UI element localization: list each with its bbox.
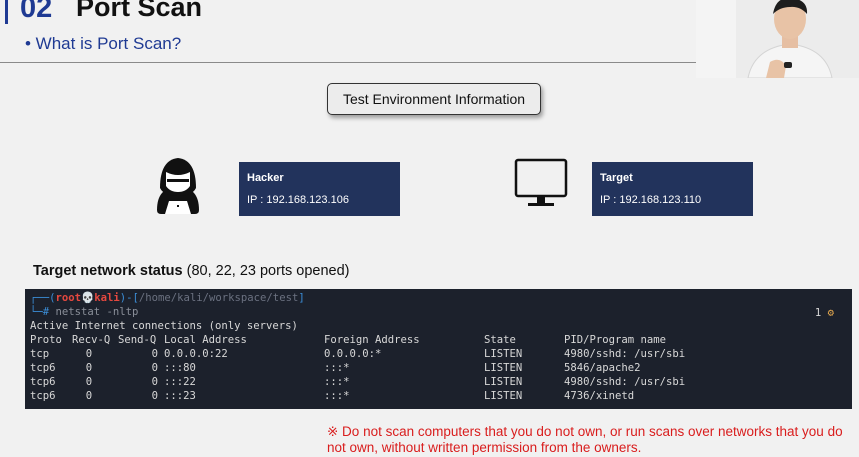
section-title: Port Scan (76, 0, 203, 22)
hacker-ip: IP : 192.168.123.106 (247, 194, 349, 206)
terminal-prompt: ┌──(root💀kali)-[/home/kali/workspace/tes… (30, 292, 305, 304)
presenter-webcam (696, 0, 859, 78)
hacker-icon (146, 152, 210, 216)
section-number: 02 (20, 0, 53, 24)
network-heading-rest: (80, 22, 23 ports opened) (182, 263, 350, 279)
gear-icon: ⚙ (827, 307, 834, 319)
terminal-intro: Active Internet connections (only server… (30, 320, 298, 332)
target-ip: IP : 192.168.123.110 (600, 194, 702, 206)
hacker-info-box: Hacker IP : 192.168.123.106 (239, 162, 400, 216)
accent-bar (5, 0, 8, 24)
network-heading-bold: Target network status (33, 263, 183, 279)
terminal-count: 1 ⚙ (815, 306, 834, 320)
test-environment-button[interactable]: Test Environment Information (327, 83, 541, 115)
subtitle: • What is Port Scan? (25, 34, 182, 53)
terminal-output[interactable]: ┌──(root💀kali)-[/home/kali/workspace/tes… (25, 289, 852, 409)
target-info-box: Target IP : 192.168.123.110 (592, 162, 753, 216)
hacker-title: Hacker (247, 172, 284, 184)
terminal-count-value: 1 (814, 307, 822, 319)
terminal-command-line: └─# netstat -nltp (30, 306, 139, 318)
legal-disclaimer: ※ Do not scan computers that you do not … (327, 424, 843, 455)
target-title: Target (600, 172, 633, 184)
presenter-image (696, 0, 859, 78)
monitor-icon (513, 157, 569, 211)
header-divider (0, 62, 696, 63)
terminal-command: netstat -nltp (55, 306, 139, 318)
network-status-heading: Target network status (80, 22, 23 ports … (33, 263, 349, 279)
